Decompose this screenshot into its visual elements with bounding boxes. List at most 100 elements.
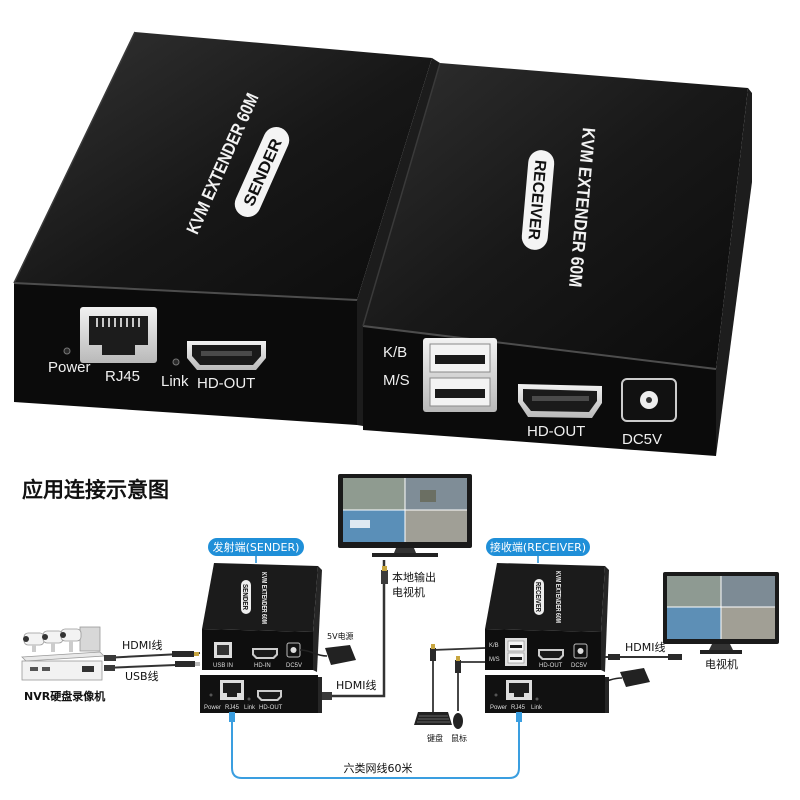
- link-led-icon: [172, 358, 180, 366]
- receiver-diagram-hdout-label: HD-OUT: [539, 663, 563, 669]
- sender-hdout-label: HD-OUT: [197, 375, 255, 392]
- sender-diagram-model: KVM EXTENDER 60M: [260, 572, 269, 624]
- receiver-diagram-rj45-icon: [506, 680, 532, 700]
- receiver-diagram-dc-icon: [573, 643, 588, 659]
- usb-cable-label: USB线: [125, 669, 159, 683]
- rj45-port-icon: [80, 307, 157, 363]
- hdmi-cable-local-label: HDMI线: [336, 678, 376, 692]
- sender-diagram-hdmi-icon: [257, 690, 282, 701]
- hdmi-cable-left-label: HDMI线: [122, 638, 162, 652]
- receiver-diagram-link-label: Link: [531, 705, 543, 711]
- hd-in-label: HD-IN: [254, 663, 271, 669]
- sender-diagram-model-text: KVM EXTENDER 60M: [260, 572, 269, 624]
- sender-diagram-power-led: [209, 693, 213, 697]
- sender-badge-text: 发射端(SENDER): [213, 540, 300, 554]
- receiver-top-face: [363, 63, 748, 369]
- power-supply-label: 5V电源: [327, 631, 354, 641]
- receiver-diagram: 接收端(RECEIVER) KVM EXTENDER 60M RECEIVER …: [485, 538, 609, 713]
- mouse-label: 鼠标: [451, 733, 467, 743]
- usb-dual-port-icon: [423, 338, 497, 412]
- sender-diagram-rj45-icon: [220, 680, 244, 700]
- hdmi-cable-left: [103, 651, 201, 661]
- receiver-diagram-rj45-label: RJ45: [511, 705, 526, 711]
- receiver-pill-text: RECEIVER: [525, 159, 549, 241]
- sender-edge-highlight: [13, 282, 358, 301]
- receiver-diagram-model: KVM EXTENDER 60M: [554, 571, 563, 623]
- camera-icon: [23, 632, 45, 652]
- nvr-recorder-icon: [21, 626, 105, 681]
- nvr-label: NVR硬盘录像机: [24, 689, 105, 703]
- receiver-pill-bg: [521, 150, 555, 250]
- receiver-side-face: [716, 88, 752, 456]
- sender-left-edge: [13, 31, 136, 284]
- nvr-box: [21, 660, 103, 681]
- sender-pill-bg: [234, 127, 290, 217]
- receiver-kb-label: K/B: [383, 344, 407, 361]
- receiver-badge-pill: RECEIVER: [521, 150, 555, 250]
- sender-diagram-power-label: Power: [204, 705, 221, 711]
- usb-in-label: USB IN: [213, 663, 233, 669]
- sender-link-label: Link: [161, 373, 189, 390]
- camera-icon: [60, 628, 82, 652]
- power-adapter-icon: [299, 645, 356, 665]
- hdmi-cable-local: [318, 560, 388, 700]
- local-output-line1: 本地输出: [392, 570, 436, 584]
- receiver-badge-text: 接收端(RECEIVER): [490, 540, 586, 554]
- dc-jack-icon: [621, 378, 677, 422]
- sender-top-face: [14, 32, 432, 300]
- usb-in-port-icon: [214, 642, 232, 658]
- sender-dc-label: DC5V: [286, 663, 302, 669]
- receiver-diagram-model-text: KVM EXTENDER 60M: [554, 571, 563, 623]
- sender-diagram-rj45-label: RJ45: [225, 705, 240, 711]
- receiver-badge: [486, 538, 590, 556]
- hd-in-port-icon: [252, 648, 278, 659]
- receiver-diagram-hdmi-icon: [538, 649, 564, 660]
- network-cable-label: 六类网线60米: [344, 761, 413, 775]
- receiver-hdmi-port-icon: [518, 384, 602, 418]
- receiver-left-edge: [362, 62, 441, 327]
- mouse-icon: [453, 713, 463, 729]
- sender-dc-jack-icon: [286, 642, 301, 658]
- receiver-diagram-usb-icon: [505, 638, 527, 666]
- local-monitor-icon: [338, 474, 472, 557]
- sender-diagram-pill-text: SENDER: [241, 584, 248, 610]
- keyboard-cable: [430, 644, 486, 712]
- sender-diagram: 发射端(SENDER) KVM EXTENDER 60M SENDER USB …: [200, 538, 322, 713]
- receiver-diagram-pill-text: RECEIVER: [534, 582, 541, 612]
- receiver-diagram-front-face: [485, 675, 605, 713]
- receiver-ms-label: M/S: [383, 372, 410, 389]
- receiver-edge-highlight: [362, 325, 717, 370]
- sender-rj45-label: RJ45: [105, 368, 140, 385]
- hdmi-cable-right-label: HDMI线: [625, 640, 665, 654]
- receiver-diagram-top-face: [485, 563, 605, 632]
- receiver-diagram-power-label: Power: [490, 705, 507, 711]
- receiver-power-adapter-icon: [604, 668, 650, 687]
- receiver-dc-label: DC5V: [622, 431, 662, 448]
- receiver-diagram-dc-label: DC5V: [571, 663, 587, 669]
- remote-monitor-icon: [663, 572, 779, 654]
- network-plug-icon: [516, 712, 522, 722]
- sender-diagram-top-face: [202, 563, 318, 632]
- tv-right-label: 电视机: [705, 657, 738, 671]
- receiver-diagram-link-led: [535, 697, 539, 701]
- receiver-diagram-kb-label: K/B: [489, 643, 499, 649]
- receiver-unit-photo: KVM EXTENDER 60M RECEIVER K/B M/S HD-OUT…: [362, 62, 752, 456]
- sender-power-label: Power: [48, 359, 91, 376]
- power-led-icon: [63, 347, 71, 355]
- keyboard-icon: [414, 712, 452, 725]
- diagram-title: 应用连接示意图: [22, 478, 169, 502]
- receiver-hdout-label: HD-OUT: [527, 423, 585, 440]
- network-plug-icon: [229, 712, 235, 722]
- hdmi-cable-right: [605, 654, 682, 660]
- sender-unit-photo: KVM EXTENDER 60M SENDER Power RJ45 Link: [13, 31, 440, 426]
- sender-diagram-pill: SENDER: [241, 580, 251, 614]
- mouse-cable: [455, 656, 485, 711]
- sender-diagram-hdout-label: HD-OUT: [259, 705, 283, 711]
- receiver-diagram-pill: RECEIVER: [534, 579, 544, 615]
- hdmi-out-port-icon: [187, 341, 266, 370]
- network-cable: [229, 712, 522, 779]
- local-output-line2: 电视机: [392, 585, 425, 599]
- usb-cable: [103, 661, 201, 671]
- sender-diagram-link-led: [247, 697, 251, 701]
